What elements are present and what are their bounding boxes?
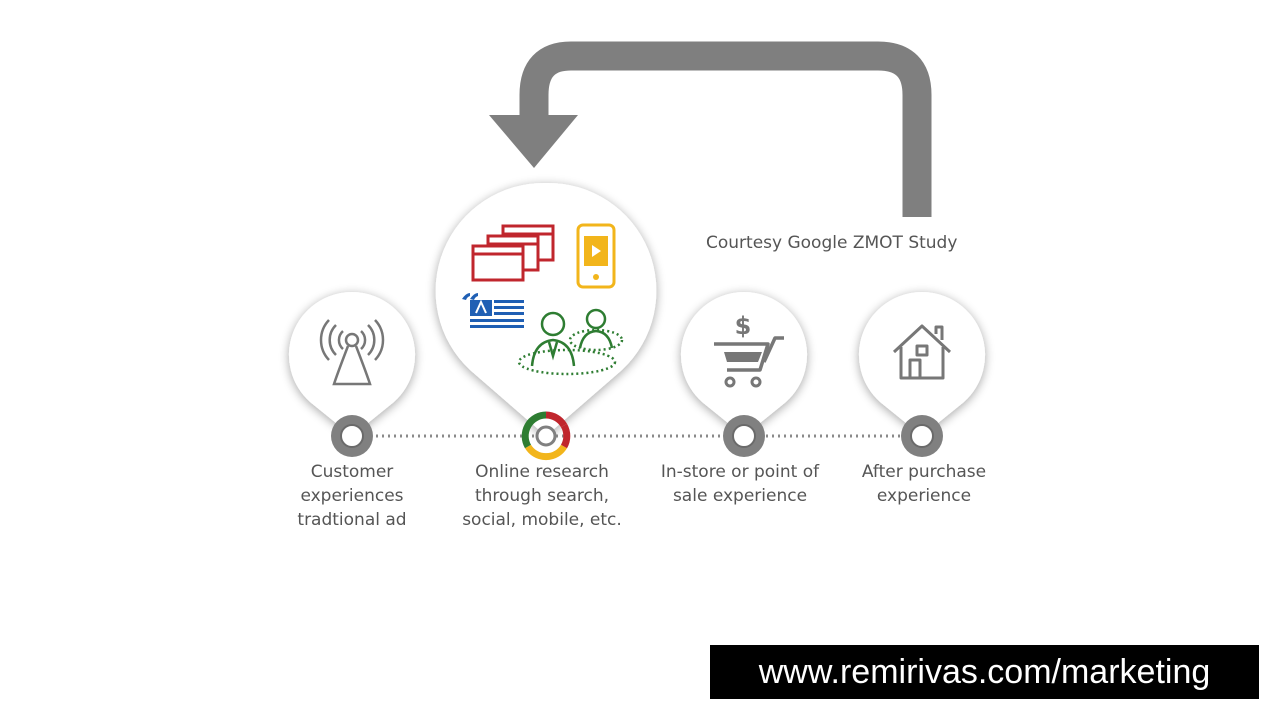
stage-label-traditional-ad: Customer experiences tradtional ad xyxy=(297,462,407,530)
stage-pin-after-purchase xyxy=(858,291,986,436)
dollar-sign-icon: $ xyxy=(735,312,752,340)
timeline-node-3 xyxy=(723,415,765,457)
shopping-cart-icon: $ xyxy=(714,312,784,388)
courtesy-caption: Courtesy Google ZMOT Study xyxy=(706,233,958,253)
house-icon xyxy=(892,324,952,380)
browser-windows-icon xyxy=(471,224,555,282)
mobile-video-icon xyxy=(576,223,616,289)
arrow-head-icon xyxy=(489,115,578,168)
stage-label-after-purchase: After purchase experience xyxy=(861,462,987,506)
zmot-node-icon xyxy=(521,411,571,461)
stage-pin-traditional-ad xyxy=(288,291,416,436)
stage-label-in-store: In-store or point of sale experience xyxy=(660,462,820,506)
broadcast-tower-icon xyxy=(319,319,385,386)
stage-pin-online-research xyxy=(435,182,657,461)
timeline-node-1 xyxy=(331,415,373,457)
social-people-icon xyxy=(517,308,624,376)
stage-pin-in-store: $ xyxy=(680,291,808,436)
article-text-icon xyxy=(462,293,524,328)
footer-url-link[interactable]: www.remirivas.com/marketing xyxy=(710,645,1259,699)
timeline-node-4 xyxy=(901,415,943,457)
loop-back-arrow xyxy=(489,41,932,217)
stage-label-online-research: Online research through search, social, … xyxy=(462,462,622,530)
